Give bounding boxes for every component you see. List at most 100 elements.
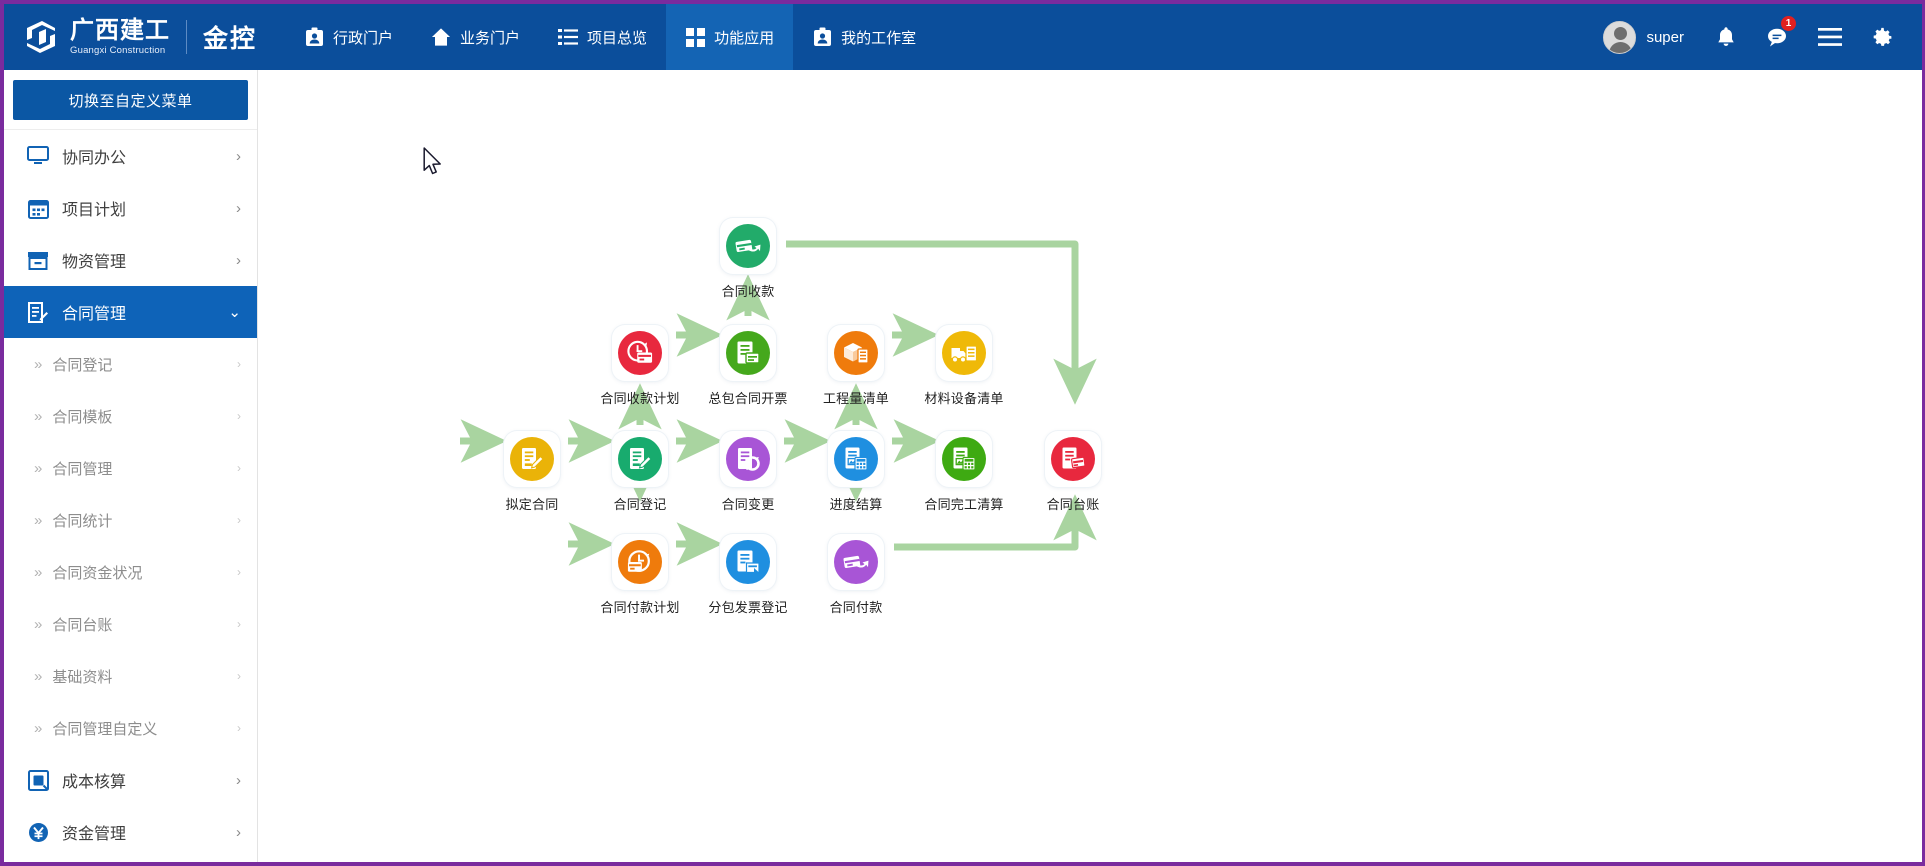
flow-node-contract-change[interactable]: 合同变更 (702, 431, 794, 513)
sidebar-item-label: 合同资金状况 (52, 564, 143, 582)
flow-node-subcontract-invoice-registration[interactable]: 分包发票登记 (702, 534, 794, 616)
chevron-right-icon: › (237, 513, 241, 527)
truck-list-icon (942, 331, 986, 375)
menu-button[interactable] (1804, 2, 1856, 72)
flow-node-contract-registration[interactable]: 合同登记 (594, 431, 686, 513)
yuan-icon (26, 822, 50, 843)
flow-node-contract-completion-settlement[interactable]: 合同完工清算 (918, 431, 1010, 513)
sidebar-menu[interactable]: 协同办公 › 项目计划 › (4, 129, 257, 862)
flow-node-contract-receipt[interactable]: 合同收款 (702, 218, 794, 300)
nav-label: 功能应用 (714, 29, 775, 47)
flow-node-quantity-bill[interactable]: 工程量清单 (810, 325, 902, 407)
flow-node-payment-plan[interactable]: 合同付款计划 (594, 534, 686, 616)
flow-connectors (460, 240, 1097, 566)
monitor-icon (26, 146, 50, 166)
switch-to-custom-menu-button[interactable]: 切换至自定义菜单 (13, 80, 248, 120)
chevron-right-icon: › (237, 357, 241, 371)
clock-money-icon (618, 540, 662, 584)
brand-name-cn: 广西建工 (70, 16, 170, 44)
flow-node-draft-contract[interactable]: 拟定合同 (486, 431, 578, 513)
sidebar-item-contract-registration[interactable]: » 合同登记 › (4, 338, 257, 390)
node-tile (936, 325, 992, 381)
messages-button[interactable]: 1 (1752, 2, 1804, 72)
flow-node-material-equipment-bill[interactable]: 材料设备清单 (918, 325, 1010, 407)
contract-icon (26, 301, 50, 323)
notifications-button[interactable] (1700, 2, 1752, 72)
sidebar-item-cost-accounting[interactable]: 成本核算 › (4, 754, 257, 806)
settings-button[interactable] (1856, 2, 1908, 72)
brand-divider (186, 20, 187, 54)
nav-label: 我的工作室 (841, 29, 917, 47)
top-navigation-bar: 广西建工 Guangxi Construction 金控 行政门户 (4, 0, 1922, 70)
node-tile (504, 431, 560, 487)
node-tile (720, 431, 776, 487)
flow-node-contract-payment[interactable]: 合同付款 (810, 534, 902, 616)
sidebar-item-contract-management[interactable]: 合同管理 ⌄ (4, 286, 257, 338)
sidebar-item-collaborative-office[interactable]: 协同办公 › (4, 130, 257, 182)
flow-node-general-contract-invoice[interactable]: 总包合同开票 (702, 325, 794, 407)
switch-menu-wrap: 切换至自定义菜单 (4, 70, 257, 129)
chevron-double-icon: » (34, 667, 43, 685)
clock-money-icon (618, 331, 662, 375)
chevron-right-icon: › (237, 669, 241, 683)
node-label: 总包合同开票 (708, 391, 788, 406)
node-tile (720, 534, 776, 590)
sidebar-item-fund-management[interactable]: 资金管理 › (4, 806, 257, 858)
chevron-right-icon: › (236, 771, 241, 789)
nav-label: 行政门户 (333, 29, 394, 47)
sidebar-item-contract-statistics[interactable]: » 合同统计 › (4, 494, 257, 546)
sidebar-item-project-plan[interactable]: 项目计划 › (4, 182, 257, 234)
sidebar-item-material-management[interactable]: 物资管理 › (4, 234, 257, 286)
chevron-right-icon: › (237, 617, 241, 631)
node-label: 合同付款计划 (600, 600, 680, 615)
nav-item-business-portal[interactable]: 业务门户 (412, 4, 539, 70)
node-tile (612, 534, 668, 590)
chevron-double-icon: » (34, 511, 43, 529)
node-label: 合同完工清算 (924, 497, 1004, 512)
node-tile (1045, 431, 1101, 487)
chat-icon (1767, 27, 1789, 47)
node-tile (612, 431, 668, 487)
sidebar-item-label: 合同台账 (52, 616, 113, 634)
message-count-badge: 1 (1781, 16, 1796, 31)
home-icon (431, 27, 451, 47)
sidebar-item-contract-template[interactable]: » 合同模板 › (4, 390, 257, 442)
sidebar-item-label: 合同模板 (52, 408, 113, 426)
flow-node-contract-ledger[interactable]: 合同台账 (1027, 431, 1119, 513)
nav-item-function-applications[interactable]: 功能应用 (666, 4, 794, 70)
nav-item-project-overview[interactable]: 项目总览 (539, 4, 666, 70)
sidebar-item-basic-data[interactable]: » 基础资料 › (4, 650, 257, 702)
main-nav: 行政门户 业务门户 (285, 4, 935, 70)
brand-subtitle: 金控 (203, 25, 258, 53)
node-tile (828, 325, 884, 381)
avatar (1603, 20, 1637, 54)
flow-node-progress-settlement[interactable]: 进度结算 (810, 431, 902, 513)
sidebar-item-label: 基础资料 (52, 668, 113, 686)
sidebar-item-label: 合同登记 (52, 356, 113, 374)
user-menu[interactable]: super (1587, 20, 1700, 54)
nav-label: 业务门户 (460, 29, 521, 47)
doc-calc-icon (942, 437, 986, 481)
node-label: 拟定合同 (505, 497, 559, 512)
portal-badge-icon (304, 27, 324, 47)
hamburger-icon (1818, 28, 1842, 46)
sidebar-item-contract-custom[interactable]: » 合同管理自定义 › (4, 702, 257, 754)
flow-node-receipt-plan[interactable]: 合同收款计划 (594, 325, 686, 407)
brand-logo[interactable]: 广西建工 Guangxi Construction 金控 (4, 4, 257, 70)
grid-icon (685, 27, 705, 47)
node-label: 合同登记 (613, 497, 667, 512)
sidebar-item-contract-funds-status[interactable]: » 合同资金状况 › (4, 546, 257, 598)
top-right-controls: super (1587, 4, 1922, 70)
chevron-right-icon: › (236, 147, 241, 165)
doc-invoice-icon (726, 331, 770, 375)
calendar-icon (26, 198, 50, 219)
sidebar-item-contract-admin[interactable]: » 合同管理 › (4, 442, 257, 494)
node-tile (720, 325, 776, 381)
doc-invoice-blue-icon (726, 540, 770, 584)
sidebar-item-contract-ledger[interactable]: » 合同台账 › (4, 598, 257, 650)
chevron-down-icon: ⌄ (228, 304, 241, 321)
cost-icon (26, 769, 50, 791)
nav-item-my-workspace[interactable]: 我的工作室 (793, 4, 935, 70)
box-list-icon (834, 331, 878, 375)
nav-item-administrative-portal[interactable]: 行政门户 (285, 4, 412, 70)
